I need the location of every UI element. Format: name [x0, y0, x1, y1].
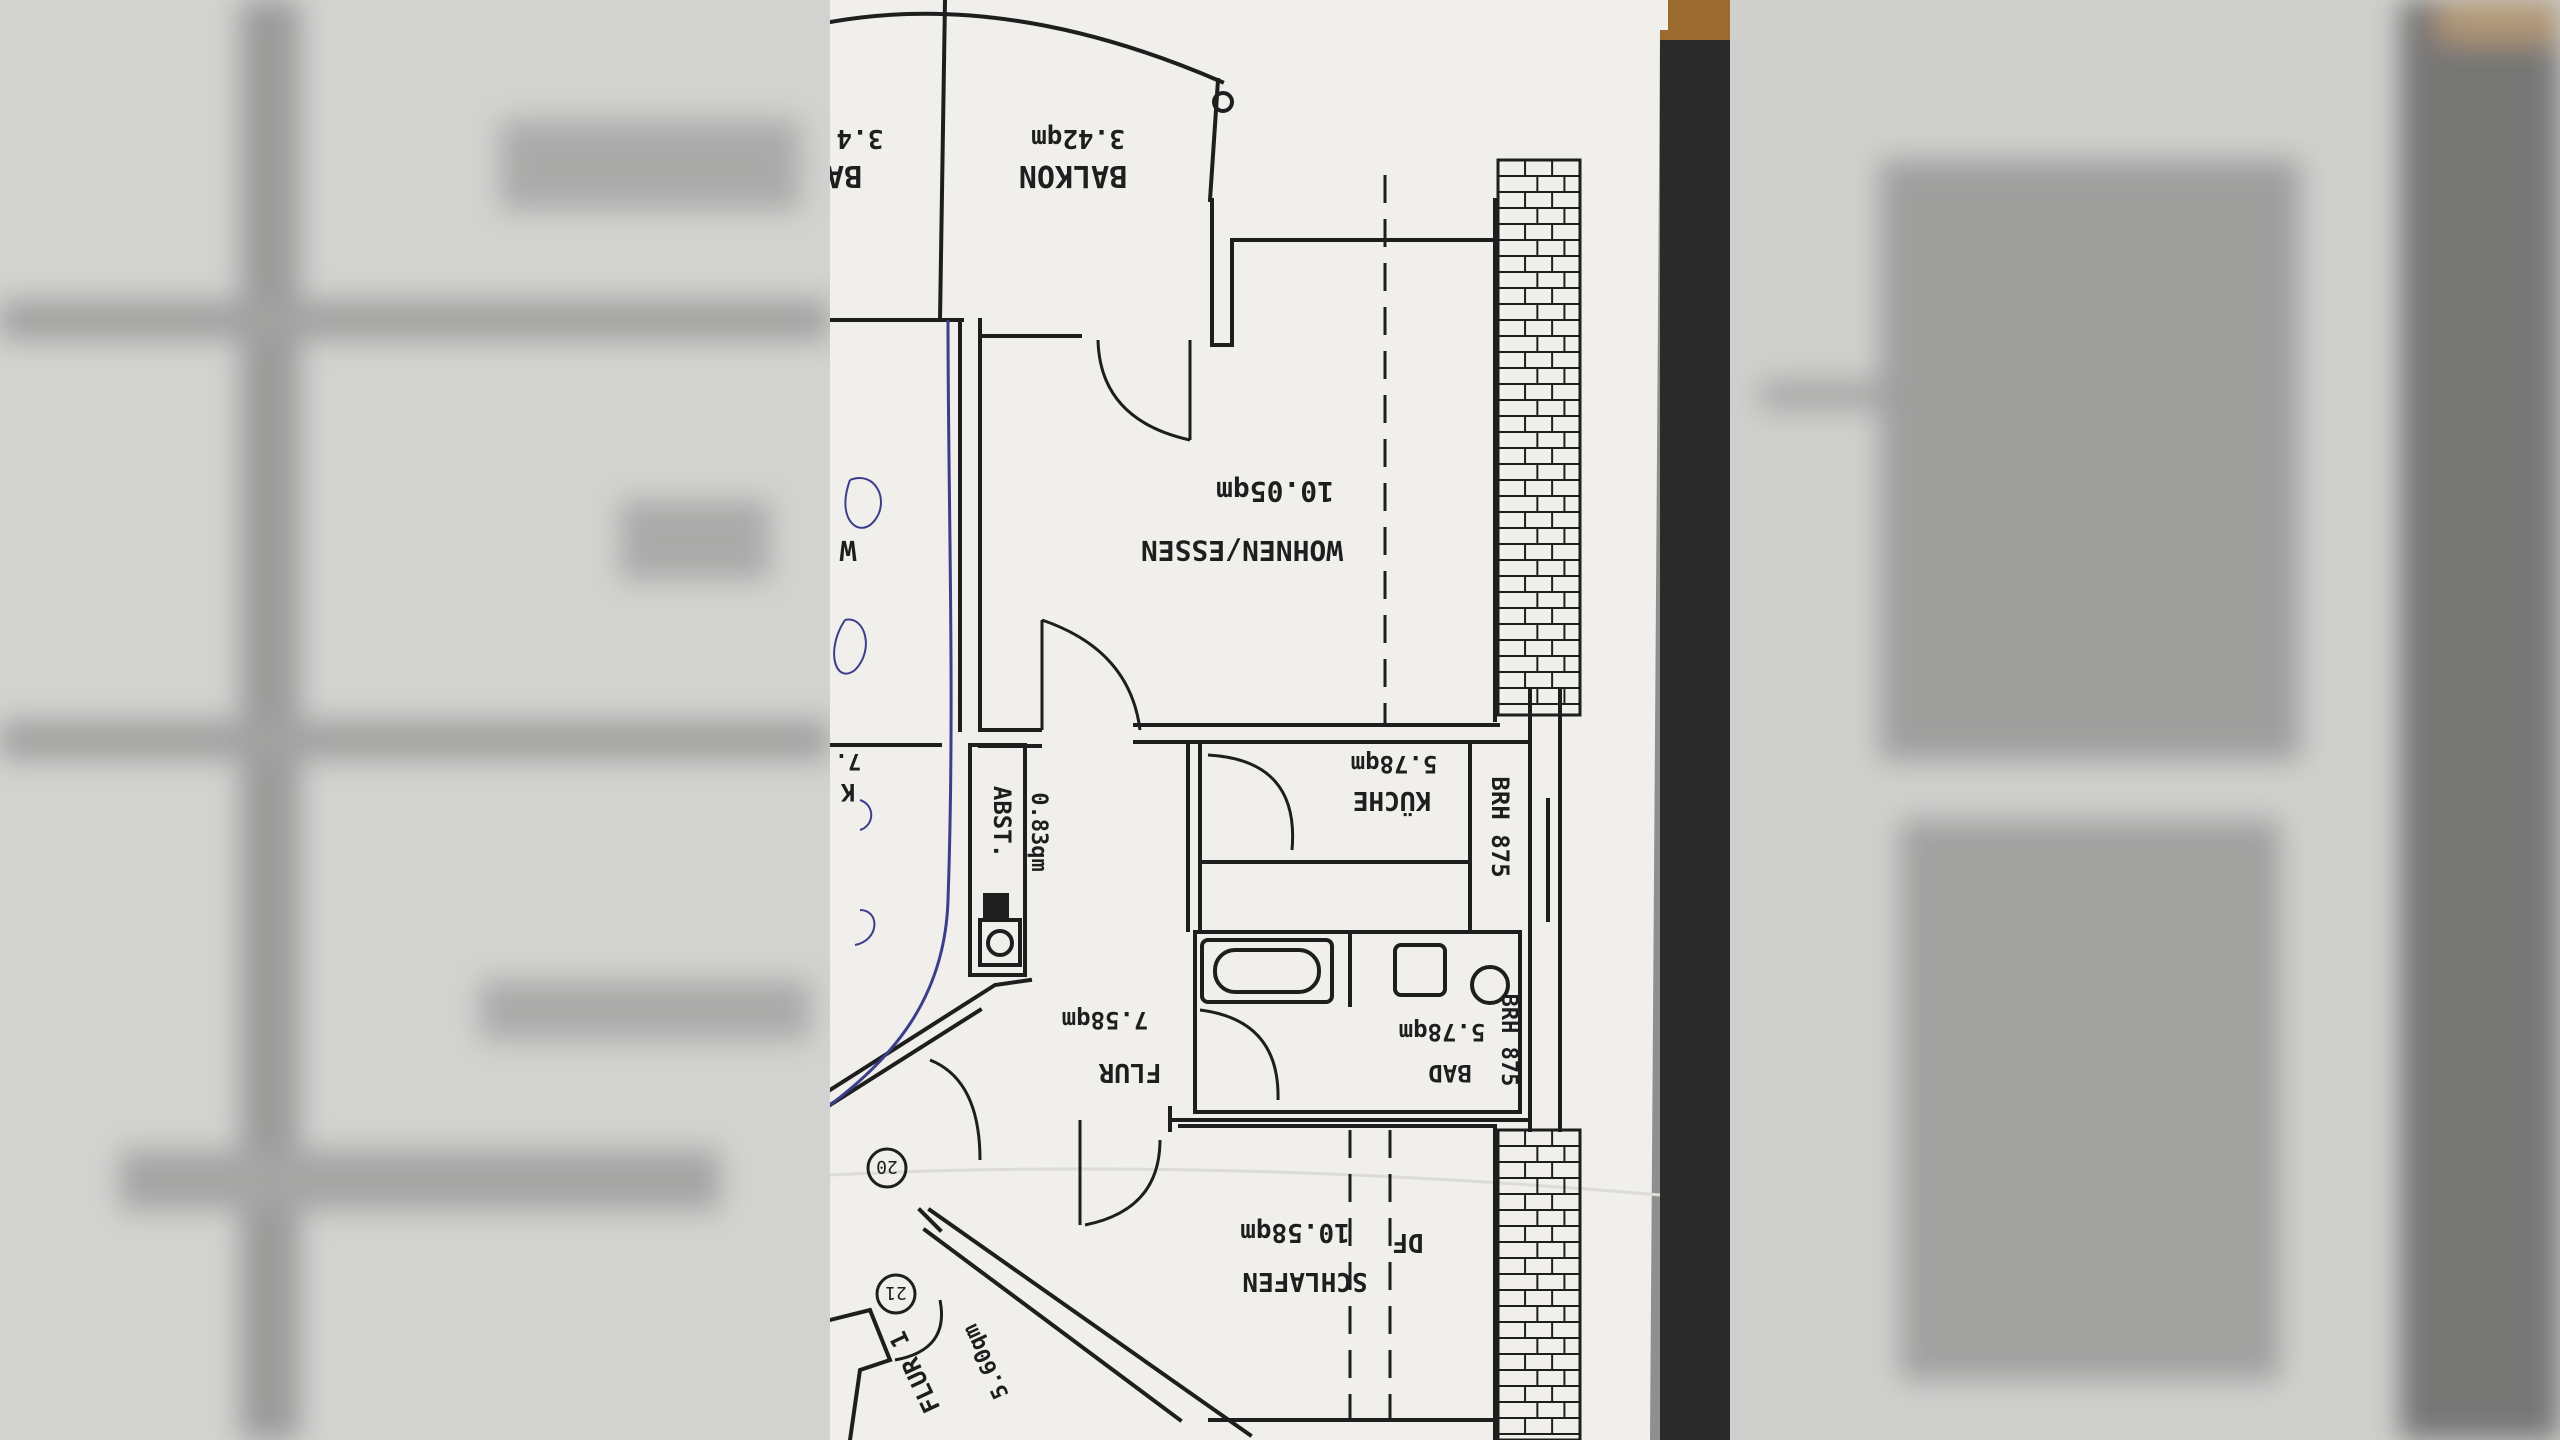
washing-machine-drum	[986, 929, 1014, 957]
balcony-divider	[937, 0, 948, 323]
door-swing-icon	[894, 1299, 943, 1362]
label-balkon-cut: BA	[830, 158, 862, 193]
label-k-cut: K	[840, 778, 855, 806]
label-flur: FLUR	[1098, 1057, 1161, 1087]
railing-post	[1212, 91, 1234, 113]
toilet-icon	[1470, 965, 1510, 1005]
door-swing-icon	[1041, 618, 1142, 731]
label-seven-cut: 7.	[835, 748, 862, 773]
door-swing-icon	[929, 1058, 982, 1161]
label-w-cut: W	[839, 534, 856, 567]
backdrop-right-shapes	[1760, 0, 2560, 1440]
door-swing-icon	[1207, 753, 1295, 851]
marker-21: 21	[885, 1282, 907, 1303]
pen-line	[829, 319, 953, 1107]
room-number-marker-icon: 21	[875, 1273, 917, 1315]
label-bad-area: 5.78qm	[1399, 1018, 1486, 1046]
hall-diagonal-wall-2	[827, 1007, 983, 1108]
storage-dark-block	[983, 893, 1009, 919]
backdrop-left-shapes	[0, 0, 830, 1440]
label-schlafen-area: 10.58qm	[1240, 1217, 1350, 1247]
label-schlafen-df: DF	[1392, 1227, 1423, 1257]
label-abst: ABST.	[988, 786, 1016, 858]
label-wohnen: WOHNEN/ESSEN	[1141, 534, 1343, 567]
pen-scribble	[833, 477, 882, 946]
bathtub-inner	[1213, 948, 1321, 994]
table-mat	[1660, 40, 1730, 1440]
label-bad: BAD	[1428, 1059, 1471, 1087]
door-swing-icon	[1084, 1139, 1162, 1227]
floor-plan-photo: 20 21 BALKON 3.42qm BA 3.4 WOHNEN/ESSEN …	[826, 0, 1730, 1440]
label-schlafen: SCHLAFEN	[1242, 1266, 1367, 1296]
label-balkon: BALKON	[1019, 158, 1127, 193]
hall-corner	[917, 1207, 943, 1233]
paper-sheet	[830, 0, 1668, 1440]
flur1-wall	[827, 1307, 893, 1440]
room-number-marker-icon: 20	[866, 1147, 908, 1189]
window-hatch-icon	[1496, 1128, 1582, 1440]
paper-crease	[829, 1167, 1661, 1197]
hall-lower-wall-2	[922, 1227, 1183, 1423]
label-flur-area: 7.58qm	[1062, 1006, 1149, 1034]
label-kueche-brh: BRH 875	[1486, 776, 1514, 877]
label-bad-brh: BRH 875	[1496, 994, 1521, 1087]
door-swing-icon	[1096, 339, 1191, 442]
floor-plan-drawing: 20 21 BALKON 3.42qm BA 3.4 WOHNEN/ESSEN …	[826, 0, 1730, 1440]
label-wohnen-area: 10.05qm	[1216, 475, 1334, 508]
window-hatch-icon	[1496, 158, 1582, 717]
balcony-post-line	[1207, 77, 1221, 203]
balcony-railing	[827, 11, 1225, 85]
label-kueche: KÜCHE	[1353, 785, 1431, 818]
label-kueche-area: 5.78qm	[1351, 750, 1438, 778]
living-outer-wall	[1210, 198, 1497, 347]
washing-machine-icon	[978, 918, 1022, 967]
label-abst-area: 0.83qm	[1026, 792, 1051, 871]
bathtub-icon	[1200, 938, 1334, 1004]
storage-box	[968, 743, 1027, 977]
bath-room-box	[1193, 930, 1522, 1114]
label-balkon-cut-area: 3.4	[837, 123, 884, 153]
hall-lower-wall	[927, 1207, 1253, 1438]
door-swing-icon	[1199, 1008, 1280, 1101]
label-balkon-area: 3.42qm	[1031, 123, 1125, 153]
sink-icon	[1393, 943, 1447, 997]
marker-20: 20	[876, 1156, 898, 1177]
